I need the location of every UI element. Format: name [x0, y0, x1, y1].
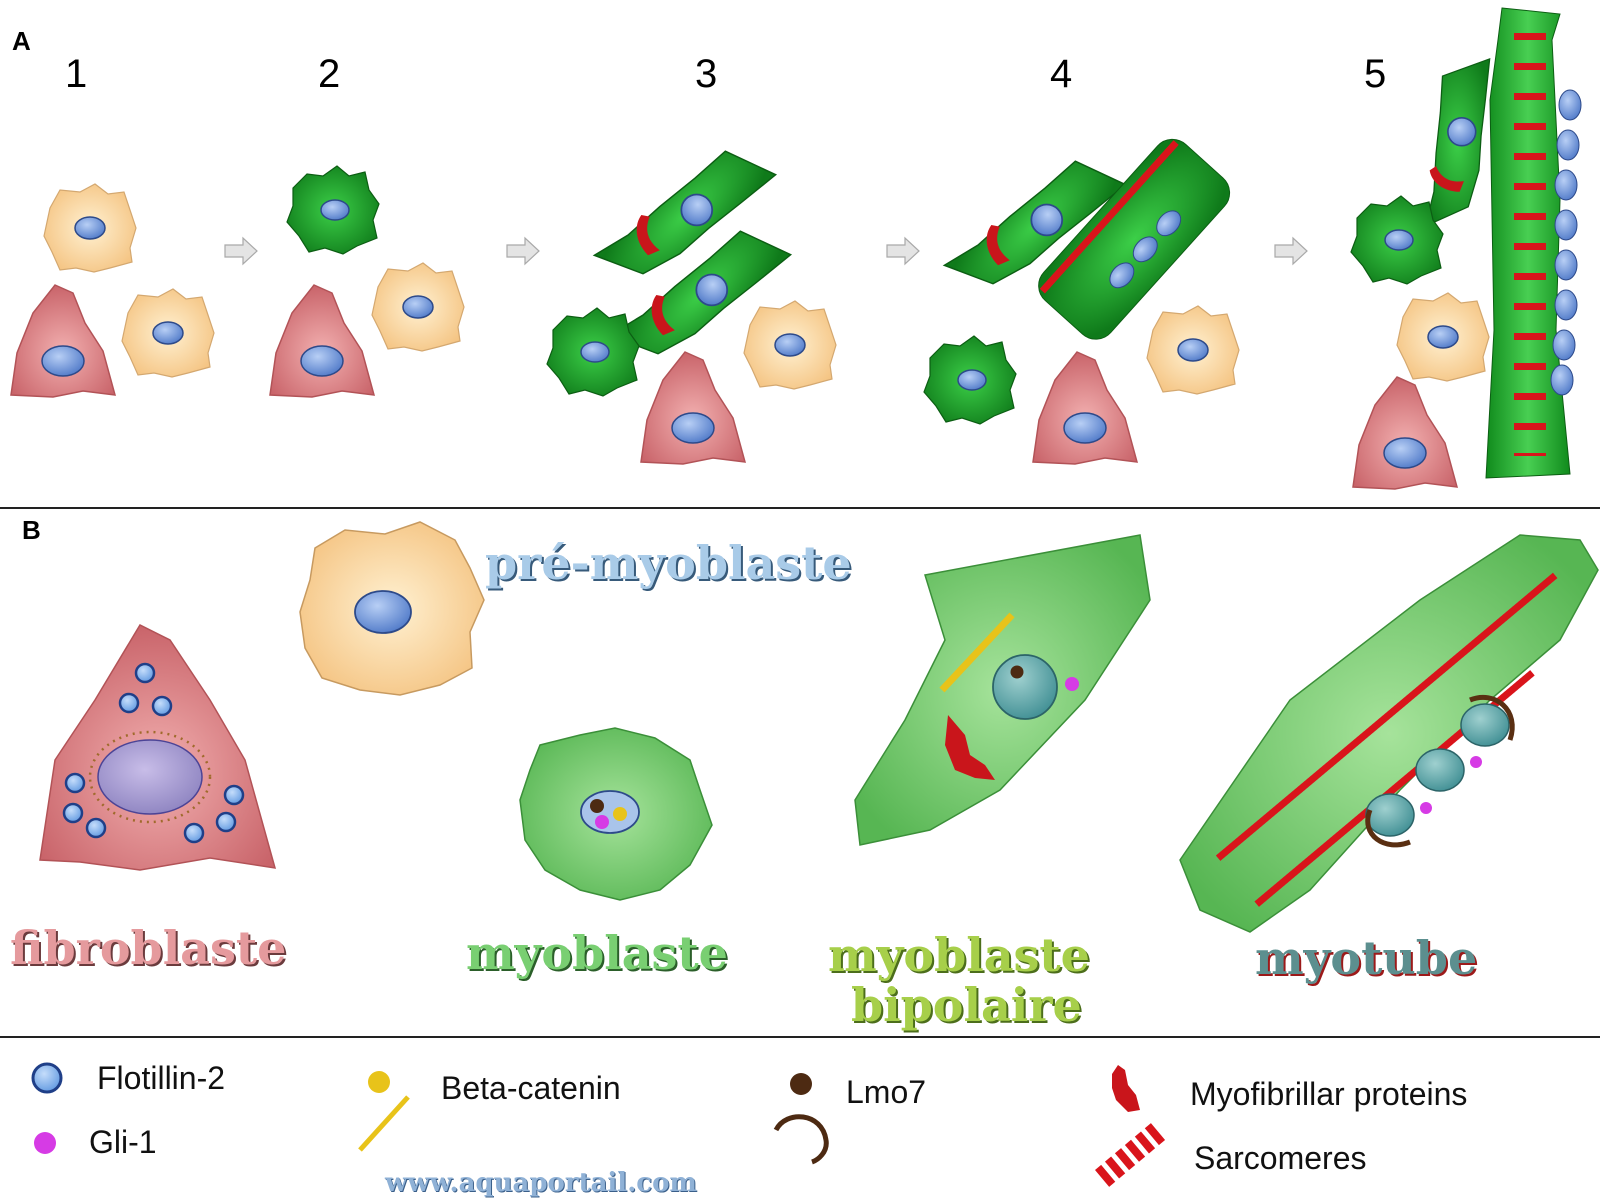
step3-cells [546, 123, 837, 465]
legend-sarcomeres: Sarcomeres [1194, 1140, 1367, 1176]
step-3-label: 3 [695, 52, 718, 96]
legend-gli: Gli-1 [89, 1124, 157, 1160]
legend-lmo7: Lmo7 [846, 1074, 927, 1110]
premyoblast-label: pré-myoblaste [485, 536, 852, 590]
panel-b-label: B [22, 515, 41, 545]
bipolar-myoblast-label-line2: bipolaire [851, 978, 1082, 1032]
legend-beta-catenin: Beta-catenin [441, 1070, 621, 1106]
bipolar-myoblast-detail [854, 534, 1151, 846]
fibroblast-label: fibroblaste [10, 921, 287, 975]
flotillin-symbol [31, 1062, 63, 1094]
gli-symbol [34, 1132, 56, 1154]
legend-myofibrillar: Myofibrillar proteins [1190, 1076, 1468, 1112]
lmo7-arc [773, 1114, 829, 1165]
step-5-label: 5 [1364, 52, 1387, 96]
step5-cells [1350, 7, 1582, 490]
step-4-label: 4 [1050, 52, 1073, 96]
step-1-label: 1 [65, 52, 88, 96]
legend-flotillin: Flotillin-2 [97, 1060, 226, 1096]
step-2-label: 2 [318, 52, 341, 96]
panel-a-label: A [12, 26, 31, 56]
lmo7-dot [790, 1073, 812, 1095]
step-arrows [224, 236, 1308, 266]
premyoblast-detail [299, 521, 485, 696]
step1-cells [10, 183, 215, 398]
beta-catenin-line [358, 1095, 410, 1152]
myoblast-label: myoblaste [466, 926, 728, 980]
watermark-url: www.aquaportail.com [385, 1168, 697, 1198]
mature-myotube [1485, 7, 1582, 479]
sarcomere-symbol [1095, 1123, 1166, 1187]
myoblast-detail [519, 727, 713, 901]
beta-catenin-dot [368, 1071, 390, 1093]
bipolar-myoblast-label-line1: myoblaste [828, 928, 1090, 982]
step4-cells [923, 133, 1240, 465]
step2-cells [269, 165, 465, 398]
myofibrillar-symbol [1112, 1065, 1140, 1112]
myotube-detail [1179, 534, 1599, 933]
legend-symbols [31, 1062, 1166, 1187]
myotube-label: myotube [1255, 931, 1478, 985]
fibroblast-detail [39, 624, 277, 871]
